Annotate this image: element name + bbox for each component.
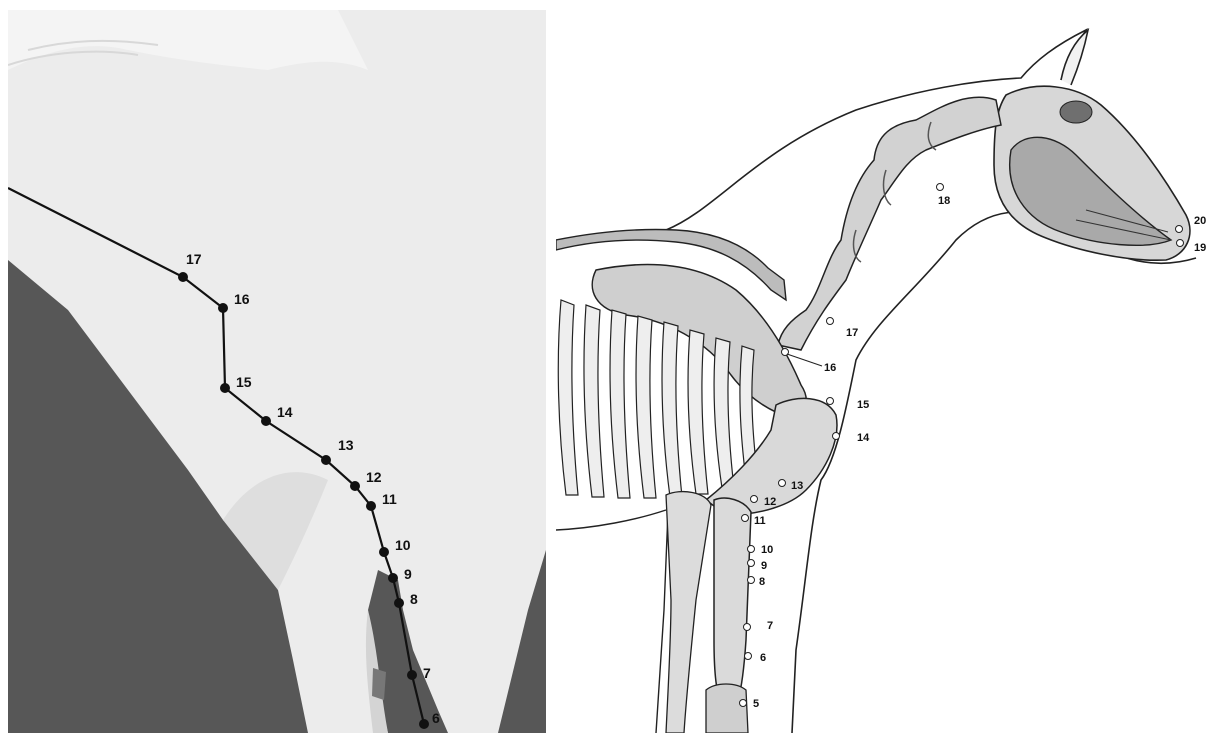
skeleton-point-12 (751, 496, 758, 503)
marker-label-6: 6 (432, 710, 440, 726)
skeleton-label-16: 16 (824, 362, 836, 374)
skeleton-point-8 (748, 577, 755, 584)
skeleton-drawing-panel: 20 19 18 17 16 15 14 13 12 11 10 9 8 7 6 5 (556, 0, 1212, 733)
horse-body-silhouette (8, 10, 546, 733)
marker-label-15: 15 (236, 374, 252, 390)
rear-leg-outline (656, 512, 668, 733)
skeleton-label-15: 15 (857, 399, 869, 411)
skeleton-point-10 (748, 546, 755, 553)
marker-point-6 (419, 719, 429, 729)
skeleton-point-15 (827, 398, 834, 405)
marker-point-12 (350, 481, 360, 491)
marker-point-14 (261, 416, 271, 426)
marker-label-12: 12 (366, 469, 382, 485)
marker-label-14: 14 (277, 404, 293, 420)
marker-label-13: 13 (338, 437, 354, 453)
skeleton-point-5 (740, 700, 747, 707)
skeleton-label-13: 13 (791, 480, 803, 492)
marker-point-17 (178, 272, 188, 282)
skeleton-point-17 (827, 318, 834, 325)
marker-label-17: 17 (186, 251, 202, 267)
marker-point-9 (388, 573, 398, 583)
skeleton-label-10: 10 (761, 544, 773, 556)
body-outline-neck-front (792, 212, 1196, 733)
skeleton-label-9: 9 (761, 560, 767, 572)
skeleton-label-5: 5 (753, 698, 759, 710)
radius (714, 498, 751, 700)
marker-point-13 (321, 455, 331, 465)
carpal-bones (706, 684, 748, 733)
ear (1061, 30, 1088, 85)
marker-point-8 (394, 598, 404, 608)
skeleton-drawing: 20 19 18 17 16 15 14 13 12 11 10 9 8 7 6 5 (556, 0, 1212, 733)
marker-label-11: 11 (382, 491, 397, 507)
marker-point-10 (379, 547, 389, 557)
eye-socket (1060, 101, 1092, 123)
skeleton-point-14 (833, 433, 840, 440)
skeleton-label-19: 19 (1194, 242, 1206, 254)
marker-label-16: 16 (234, 291, 250, 307)
marker-label-10: 10 (395, 537, 411, 553)
skeleton-label-11: 11 (754, 515, 766, 527)
marker-point-15 (220, 383, 230, 393)
skeleton-label-17: 17 (846, 327, 858, 339)
skeleton-label-8: 8 (759, 576, 765, 588)
skeleton-point-13 (779, 480, 786, 487)
skeleton-point-19 (1177, 240, 1184, 247)
skeleton-point-7 (744, 624, 751, 631)
marker-label-9: 9 (404, 566, 412, 582)
skeleton-label-12: 12 (764, 496, 776, 508)
skeleton-label-18: 18 (938, 195, 950, 207)
cervical-vertebrae (778, 97, 1001, 350)
leg-spot (372, 668, 386, 700)
marker-point-16 (218, 303, 228, 313)
rear-leg-bone (666, 492, 711, 733)
leader-line-16 (787, 354, 822, 366)
skeleton-label-6: 6 (760, 652, 766, 664)
marker-point-11 (366, 501, 376, 511)
skeleton-point-11 (742, 515, 749, 522)
skeleton-label-20: 20 (1194, 215, 1206, 227)
skeleton-point-6 (745, 653, 752, 660)
marker-label-8: 8 (410, 591, 418, 607)
skeleton-point-18 (937, 184, 944, 191)
marker-label-7: 7 (423, 665, 431, 681)
skeleton-point-20 (1176, 226, 1183, 233)
marker-point-7 (407, 670, 417, 680)
skeleton-point-9 (748, 560, 755, 567)
skeleton-label-7: 7 (767, 620, 773, 632)
skeleton-label-14: 14 (857, 432, 870, 444)
belly-outline (556, 510, 666, 530)
